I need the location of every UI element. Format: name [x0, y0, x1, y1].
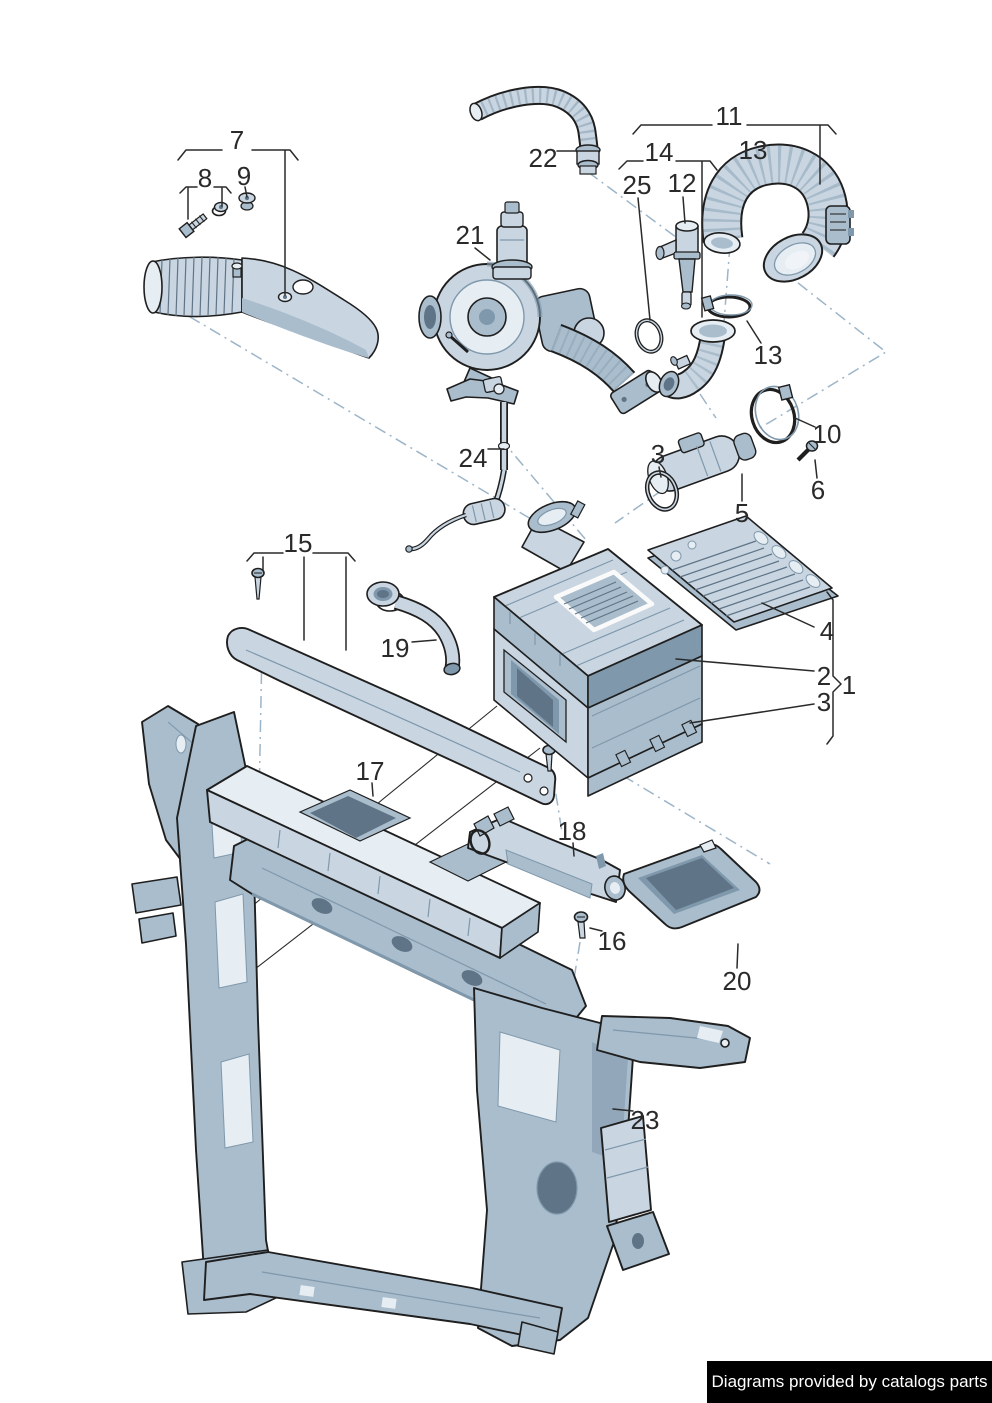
intake-elbow-lower	[658, 319, 736, 400]
part-label-14: 14	[644, 137, 674, 167]
intake-elbow-upper	[701, 143, 854, 283]
part-label-23: 23	[630, 1105, 660, 1135]
valve-sensor-12	[655, 220, 701, 310]
part-label-24: 24	[458, 443, 488, 473]
o-ring-3-upper	[644, 470, 680, 512]
air-scoop	[622, 839, 761, 930]
grommet-9	[238, 192, 256, 211]
part-label-1: 1	[841, 670, 857, 700]
air-mass-meter	[647, 432, 757, 495]
part-label-15: 15	[283, 528, 313, 558]
part-label-19: 19	[380, 633, 410, 663]
callout-leader-lines	[177, 124, 842, 1112]
turbocharger	[418, 201, 663, 415]
part-label-22: 22	[528, 143, 558, 173]
radiator-support-frame	[131, 705, 751, 1355]
screw-16	[573, 911, 589, 939]
part-label-12: 12	[667, 168, 697, 198]
washer-8	[211, 201, 229, 217]
hose-clamp-10	[749, 383, 800, 445]
air-filter-housing	[493, 500, 703, 797]
part-label-18: 18	[557, 816, 587, 846]
part-label-6: 6	[810, 475, 826, 505]
intake-snorkel-duct	[143, 256, 379, 359]
seal-panel	[226, 627, 557, 806]
part-label-3-upper: 3	[650, 439, 666, 469]
part-label-10: 10	[812, 419, 842, 449]
cowl-air-duct	[206, 765, 541, 959]
mid-hose-clamp	[700, 294, 753, 319]
breather-hose	[469, 85, 601, 175]
vent-pipe	[366, 581, 461, 676]
part-label-3-lower: 3	[816, 687, 832, 717]
part-label-13-upper: 13	[738, 135, 768, 165]
part-label-21: 21	[455, 220, 485, 250]
footer-credit-text: Diagrams provided by catalogs parts	[711, 1372, 988, 1391]
part-label-17: 17	[355, 756, 385, 786]
part-label-7: 7	[229, 125, 245, 155]
footer-credit-bar: Diagrams provided by catalogs parts	[707, 1361, 992, 1403]
part-label-5: 5	[734, 498, 750, 528]
intake-bracket-duct	[467, 806, 626, 903]
part-label-4: 4	[819, 616, 835, 646]
breather-line-harness	[405, 375, 519, 553]
part-label-8: 8	[197, 163, 213, 193]
filter-element	[647, 515, 839, 631]
screw-6	[796, 440, 819, 462]
part-label-25: 25	[622, 170, 652, 200]
part-label-2: 2	[816, 661, 832, 691]
o-ring-25	[634, 318, 664, 354]
part-label-11: 11	[715, 101, 743, 131]
part-label-20: 20	[722, 966, 752, 996]
screw-15-left	[251, 567, 265, 600]
bolt-8	[178, 213, 208, 239]
part-label-16: 16	[597, 926, 627, 956]
part-label-9: 9	[236, 161, 252, 191]
part-label-13-lower: 13	[753, 340, 783, 370]
